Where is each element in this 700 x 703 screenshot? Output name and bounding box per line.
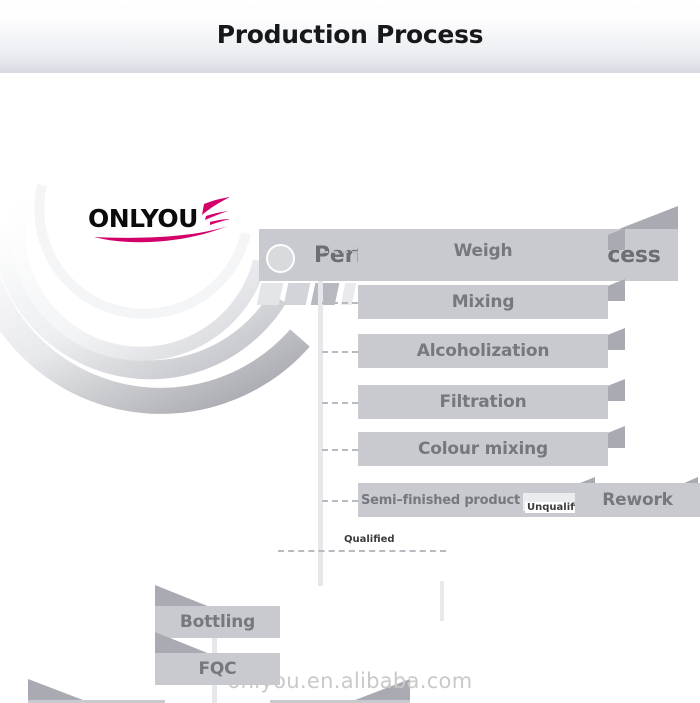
step-label: Weigh bbox=[453, 241, 513, 261]
step-box-filtration[interactable]: Filtration bbox=[358, 385, 608, 419]
page-header: Production Process bbox=[0, 0, 700, 73]
connector-step-2 bbox=[322, 302, 358, 304]
testing-spine bbox=[440, 581, 444, 621]
tag-unqualified-top: Unqualified bbox=[525, 502, 594, 513]
step-label: Alcoholization bbox=[416, 341, 550, 361]
connector-qualified-mid bbox=[278, 550, 446, 552]
connector-step-5 bbox=[322, 449, 358, 451]
circle-icon bbox=[266, 244, 295, 273]
logo-swoosh-icon bbox=[94, 197, 230, 243]
brand-logo: ONLYOU bbox=[88, 188, 248, 248]
connector-step-6 bbox=[322, 500, 358, 502]
step-box-semi-finished-testing[interactable]: Semi–finished product testing bbox=[358, 483, 578, 517]
deco-chip-1 bbox=[256, 283, 284, 305]
step-box-alcoholization[interactable]: Alcoholization bbox=[358, 334, 608, 368]
step-box-colour-mixing[interactable]: Colour mixing bbox=[358, 432, 608, 466]
deco-chip-2 bbox=[283, 283, 311, 305]
step-box-rework-bottom[interactable]: Rework bbox=[28, 700, 165, 703]
tag-qualified-mid: Qualified bbox=[342, 534, 397, 545]
arc-rings-svg bbox=[0, 183, 310, 414]
diagram-stage: ONLYOU Perfume Production Process Weigh … bbox=[0, 73, 700, 703]
step-box-rework-top[interactable]: Rework bbox=[575, 483, 700, 517]
connector-step-1 bbox=[322, 251, 358, 253]
decorative-arcs bbox=[0, 93, 360, 453]
step-label: Rework bbox=[602, 490, 673, 510]
step-box-warehousing[interactable]: Warehousing bbox=[270, 700, 410, 703]
page-title: Production Process bbox=[216, 20, 484, 49]
step-label: Bottling bbox=[179, 612, 256, 632]
step-label: Mixing bbox=[451, 292, 515, 312]
step-label: FQC bbox=[198, 659, 237, 679]
main-spine bbox=[318, 281, 323, 586]
fold-icon-bottling bbox=[155, 585, 210, 607]
step-box-weigh[interactable]: Weigh bbox=[358, 234, 608, 268]
step-box-bottling[interactable]: Bottling bbox=[155, 606, 280, 638]
watermark: onlyou.en.alibaba.com bbox=[227, 669, 473, 693]
step-box-mixing[interactable]: Mixing bbox=[358, 285, 608, 319]
step-label: Semi–finished product testing bbox=[360, 492, 575, 508]
banner-fold-icon bbox=[619, 206, 678, 229]
connector-step-4 bbox=[322, 402, 358, 404]
connector-step-3 bbox=[322, 351, 358, 353]
step-label: Filtration bbox=[439, 392, 527, 412]
logo-wordmark: ONLYOU bbox=[88, 204, 198, 233]
step-box-fqc[interactable]: FQC bbox=[155, 653, 280, 685]
step-label: Colour mixing bbox=[417, 439, 549, 459]
